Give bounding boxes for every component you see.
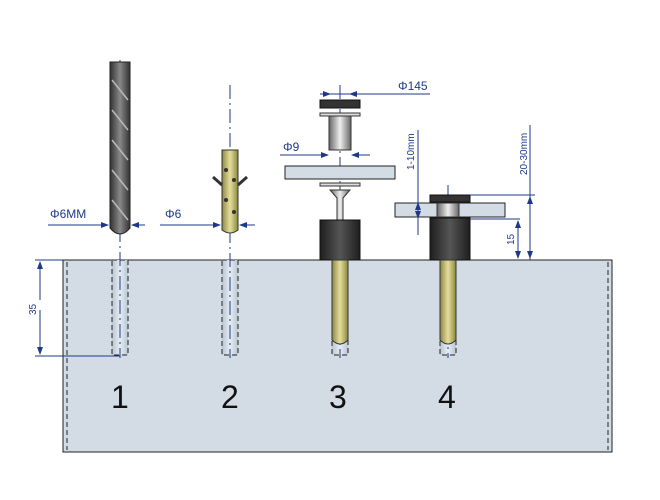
dim-plug-diameter: Φ6 [165, 207, 182, 221]
dim-sleeve-height: 15 [506, 233, 517, 245]
wall-plug [212, 149, 248, 234]
drill-bit [109, 61, 131, 235]
step-number-2: 2 [221, 379, 239, 415]
dim-drill-diameter: Φ6MM [50, 207, 86, 221]
step-number-3: 3 [329, 379, 347, 415]
dim-washer-hole-diameter: Φ9 [283, 140, 300, 154]
assembled-mount [394, 194, 506, 345]
step-number-1: 1 [111, 379, 129, 415]
dim-total-height: 20-30mm [519, 133, 530, 175]
step-number-4: 4 [438, 379, 456, 415]
exploded-assembly [284, 99, 396, 345]
dimension-lines [35, 91, 535, 357]
dim-hole-depth: 35 [28, 303, 39, 315]
dim-cap-diameter: Φ145 [398, 79, 428, 93]
dim-panel-thickness: 1-10mm [406, 133, 417, 170]
